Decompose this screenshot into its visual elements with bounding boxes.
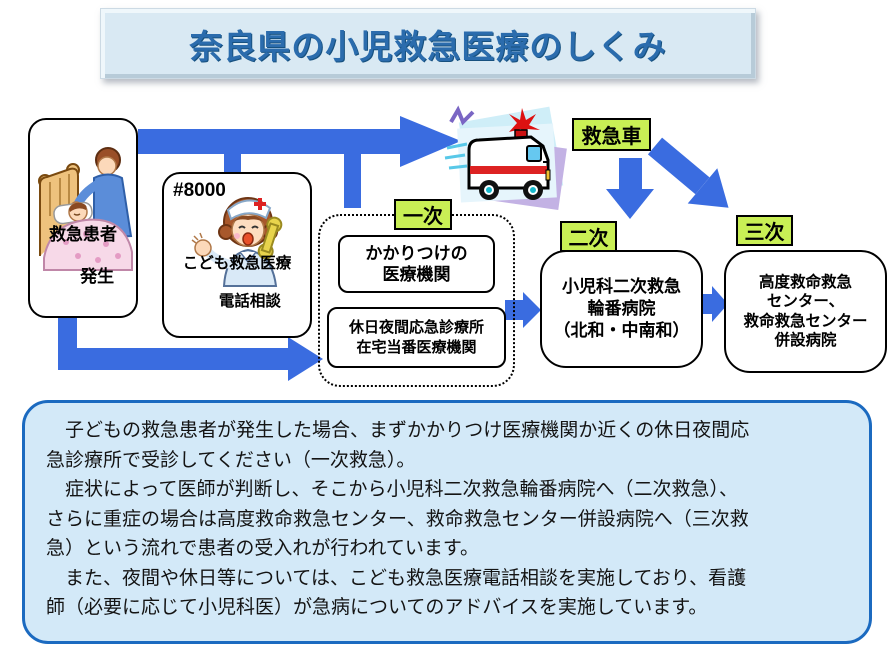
tertiary-line1: 高度救命救急 (758, 273, 852, 291)
title-banner: 奈良県の小児救急医療のしくみ (100, 8, 756, 79)
description-line: また、夜間や休日等については、こども救急医療電話相談を実施しており、看護 (46, 567, 747, 589)
holiday-clinic-line1: 休日夜間応急診療所 (348, 318, 484, 336)
description-line: 子どもの救急患者が発生した場合、まずかかりつけ医療機関か近くの休日夜間応 (46, 420, 750, 441)
family-doctor-box: かかりつけの 医療機関 (338, 235, 495, 293)
nurse-icon (191, 197, 283, 288)
secondary-line2: 輪番病院 (587, 299, 656, 318)
tertiary-line2: センター、 (766, 293, 845, 310)
tertiary-line3: 救命救急センター (743, 312, 868, 330)
patient-caption: 救急患者 発生 (30, 224, 136, 308)
secondary-hospital-box: 小児科二次救急 輪番病院 （北和・中南和） (540, 250, 703, 368)
arrow-patient-to-primary (58, 318, 323, 381)
secondary-line3: （北和・中南和） (553, 321, 690, 340)
patient-caption-line2: 発生 (80, 267, 115, 286)
phone-caption-line1: こども救急医療 (182, 255, 292, 272)
secondary-tag: 二次 (560, 221, 617, 252)
family-doctor-line1: かかりつけの (365, 244, 468, 263)
ambulance-icon (444, 105, 567, 210)
description-line: 師（必要に応じて小児科医）が急病についてのアドバイスを実施しています。 (46, 597, 708, 618)
arrow-stem-to-primary (344, 150, 361, 208)
description-line: 急）という流れで患者の受入れが行われています。 (46, 538, 480, 559)
secondary-line1: 小児科二次救急 (562, 277, 681, 296)
tertiary-hospital-box: 高度救命救急 センター、 救命救急センター 併設病院 (724, 250, 887, 373)
sick-child-icon (38, 147, 133, 271)
page-title: 奈良県の小児救急医療のしくみ (189, 27, 667, 65)
description-line: 急診療所で受診してください（一次救急）。 (46, 449, 416, 471)
arrow-ambulance-to-tertiary (647, 137, 729, 208)
arrow-stem-to-phone (224, 150, 241, 174)
description-panel: 子どもの救急患者が発生した場合、まずかかりつけ医療機関か近くの休日夜間応 急診療… (22, 400, 872, 644)
ambulance-tag: 救急車 (572, 118, 651, 151)
holiday-clinic-line2: 在宅当番医療機関 (356, 338, 477, 356)
holiday-clinic-box: 休日夜間応急診療所 在宅当番医療機関 (327, 307, 506, 368)
family-doctor-line2: 医療機関 (382, 265, 451, 284)
arrow-patient-to-ambulance (138, 116, 461, 208)
phone-caption: こども救急医療 電話相談 (164, 254, 310, 330)
patient-caption-line1: 救急患者 (49, 225, 117, 244)
arrow-ambulance-to-secondary (606, 158, 654, 219)
tertiary-line4: 併設病院 (774, 332, 837, 349)
tertiary-tag: 三次 (736, 215, 793, 246)
description-line: さらに重症の場合は高度救命救急センター、救命救急センター併設病院へ（三次救 (46, 508, 749, 530)
primary-tag: 一次 (394, 199, 452, 230)
patient-occurrence-box: 救急患者 発生 (28, 118, 138, 318)
phone-consultation-box: #8000 (162, 172, 312, 338)
phone-caption-line2: 電話相談 (218, 293, 281, 310)
ambulance-group (443, 100, 573, 220)
description-line: 症状によって医師が判断し、そこから小児科二次救急輪番病院へ（二次救急）、 (46, 479, 738, 500)
phone-number: #8000 (173, 180, 226, 201)
